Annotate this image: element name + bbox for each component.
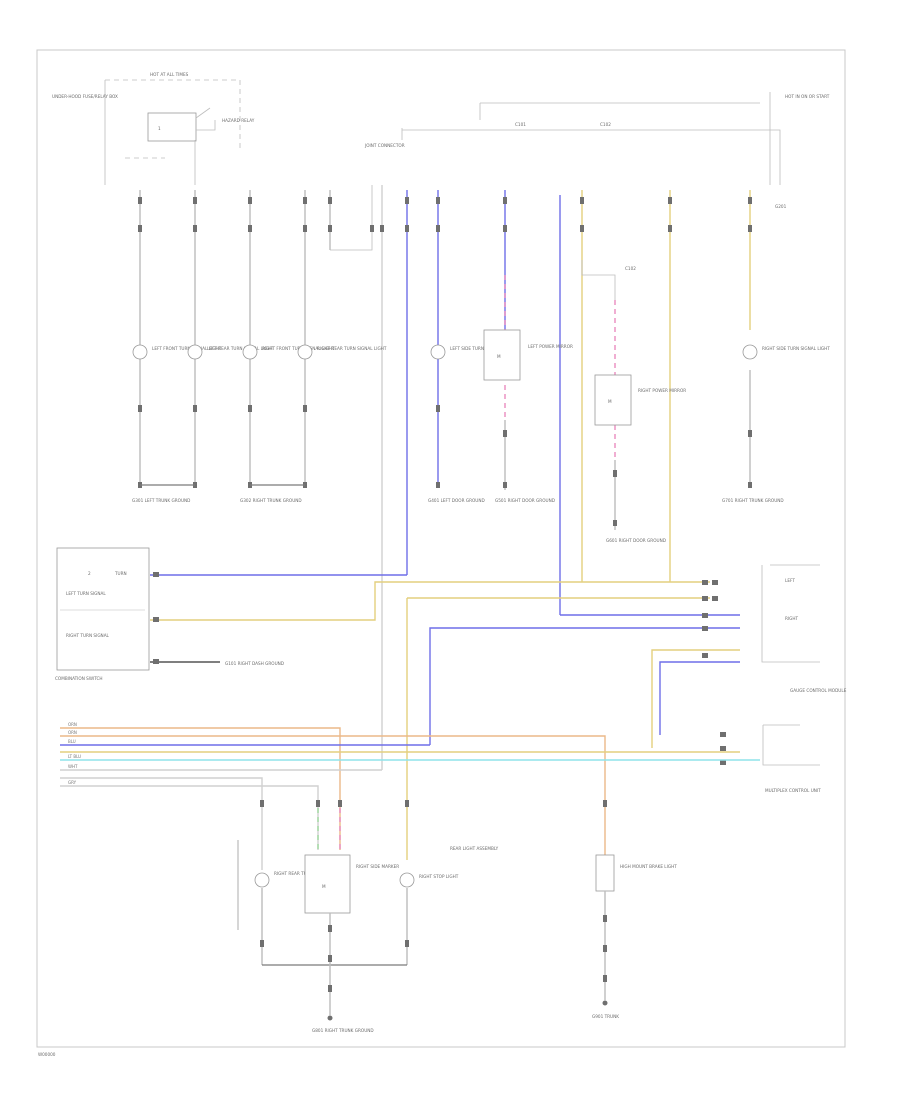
svg-text:M: M [608, 399, 612, 404]
svg-text:G302 RIGHT TRUNK GROUND: G302 RIGHT TRUNK GROUND [240, 498, 302, 503]
switch-section: 2 TURN LEFT TURN SIGNAL RIGHT TURN SIGNA… [55, 547, 740, 860]
svg-text:G101 RIGHT DASH GROUND: G101 RIGHT DASH GROUND [225, 661, 284, 666]
rear-light-assembly: RIGHT REAR TURN SIGNAL M RIGHT SIDE MARK… [237, 840, 677, 1033]
bottom-lamp-c: RIGHT STOP LIGHT [399, 872, 459, 888]
svg-text:HOT AT ALL TIMES: HOT AT ALL TIMES [150, 72, 189, 77]
svg-text:G301 LEFT TRUNK GROUND: G301 LEFT TRUNK GROUND [132, 498, 190, 503]
svg-text:RIGHT TURN SIGNAL: RIGHT TURN SIGNAL [66, 633, 110, 638]
svg-text:LEFT FRONT TURN SIGNAL LIGHT: LEFT FRONT TURN SIGNAL LIGHT [152, 346, 222, 351]
svg-text:G701 RIGHT TRUNK GROUND: G701 RIGHT TRUNK GROUND [722, 498, 784, 503]
svg-text:LEFT: LEFT [785, 578, 795, 583]
svg-text:RIGHT POWER MIRROR: RIGHT POWER MIRROR [638, 388, 686, 393]
svg-text:BLU: BLU [68, 739, 76, 744]
lamp-bulbs: LEFT FRONT TURN SIGNAL LIGHT LEFT REAR T… [132, 329, 830, 426]
right-modules: LEFT RIGHT GAUGE CONTROL MODULE MULTIPLE… [651, 564, 847, 793]
lamp-left-front: LEFT FRONT TURN SIGNAL LIGHT [132, 344, 222, 360]
svg-text:WHT: WHT [68, 764, 78, 769]
svg-text:M: M [322, 884, 326, 889]
svg-text:LEFT REAR TURN SIGNAL LIGHT: LEFT REAR TURN SIGNAL LIGHT [207, 346, 274, 351]
mirror-right: M RIGHT POWER MIRROR [594, 374, 686, 426]
ground-labels: G301 LEFT TRUNK GROUND G302 RIGHT TRUNK … [132, 498, 784, 543]
svg-text:LEFT POWER MIRROR: LEFT POWER MIRROR [528, 344, 573, 349]
svg-text:REAR LIGHT ASSEMBLY: REAR LIGHT ASSEMBLY [450, 846, 499, 851]
lamp-right-rear: RIGHT REAR TURN SIGNAL LIGHT [297, 344, 387, 360]
svg-text:RIGHT REAR TURN SIGNAL LIGHT: RIGHT REAR TURN SIGNAL LIGHT [317, 346, 387, 351]
high-mount-brake-light [595, 854, 615, 892]
lamp-left-rear: LEFT REAR TURN SIGNAL LIGHT [187, 344, 274, 360]
svg-text:LEFT TURN SIGNAL: LEFT TURN SIGNAL [66, 591, 106, 596]
svg-text:COMBINATION SWITCH: COMBINATION SWITCH [55, 676, 103, 681]
svg-text:C101: C101 [515, 122, 526, 127]
lamp-left-side: LEFT SIDE TURN SIGNAL LIGHT [430, 344, 515, 360]
svg-text:GAUGE CONTROL MODULE: GAUGE CONTROL MODULE [790, 688, 847, 693]
svg-text:RIGHT REAR TURN SIGNAL: RIGHT REAR TURN SIGNAL [274, 871, 330, 876]
combination-switch-box [56, 547, 150, 671]
svg-text:G401 LEFT DOOR GROUND: G401 LEFT DOOR GROUND [428, 498, 485, 503]
svg-text:UNDER-HOOD FUSE/RELAY BOX: UNDER-HOOD FUSE/RELAY BOX [52, 94, 118, 99]
upper-lamp-wires: C102 [139, 185, 751, 770]
hazard-relay [147, 112, 197, 142]
svg-text:G901 TRUNK: G901 TRUNK [592, 1014, 619, 1019]
mirror-left: M LEFT POWER MIRROR [483, 329, 573, 381]
lamp-right-front: RIGHT FRONT TURN SIGNAL LIGHT [242, 344, 335, 360]
svg-text:TURN: TURN [114, 571, 127, 576]
svg-text:JOINT CONNECTOR: JOINT CONNECTOR [364, 143, 405, 148]
svg-text:HIGH MOUNT BRAKE LIGHT: HIGH MOUNT BRAKE LIGHT [620, 864, 677, 869]
bottom-relay-module [304, 854, 351, 914]
svg-text:RIGHT SIDE TURN SIGNAL LIGHT: RIGHT SIDE TURN SIGNAL LIGHT [762, 346, 830, 351]
svg-text:C102: C102 [600, 122, 611, 127]
svg-text:1: 1 [158, 126, 161, 131]
svg-text:GRY: GRY [68, 780, 77, 785]
connector-ticks [138, 197, 752, 526]
svg-text:RIGHT SIDE MARKER: RIGHT SIDE MARKER [356, 864, 399, 869]
svg-text:G501 RIGHT DOOR GROUND: G501 RIGHT DOOR GROUND [495, 498, 555, 503]
svg-text:M: M [497, 354, 501, 359]
svg-text:2: 2 [88, 571, 91, 576]
svg-text:RIGHT: RIGHT [785, 616, 799, 621]
lower-bus: ORN ORN BLU LT BLU WHT GRY [60, 722, 760, 870]
svg-text:MULTIPLEX CONTROL UNIT: MULTIPLEX CONTROL UNIT [765, 788, 821, 793]
svg-text:HAZARD RELAY: HAZARD RELAY [222, 118, 255, 123]
svg-text:RIGHT FRONT TURN SIGNAL LIGHT: RIGHT FRONT TURN SIGNAL LIGHT [262, 346, 335, 351]
diagram-border [36, 49, 846, 1048]
svg-text:RIGHT STOP LIGHT: RIGHT STOP LIGHT [419, 874, 459, 879]
svg-text:ORN: ORN [68, 722, 77, 727]
svg-text:LEFT SIDE TURN SIGNAL LIGHT: LEFT SIDE TURN SIGNAL LIGHT [450, 346, 515, 351]
svg-text:ORN: ORN [68, 730, 77, 735]
footer-code: W00000 [38, 1052, 56, 1057]
svg-text:G201: G201 [775, 204, 787, 209]
svg-text:LT BLU: LT BLU [68, 754, 81, 759]
svg-text:G601 RIGHT DOOR GROUND: G601 RIGHT DOOR GROUND [606, 538, 666, 543]
svg-text:HOT IN ON OR START: HOT IN ON OR START [785, 94, 830, 99]
lamp-right-side: RIGHT SIDE TURN SIGNAL LIGHT [742, 344, 830, 360]
top-power-section: HOT AT ALL TIMES UNDER-HOOD FUSE/RELAY B… [52, 72, 830, 209]
bottom-lamp-a: RIGHT REAR TURN SIGNAL [254, 871, 330, 888]
svg-text:G801 RIGHT TRUNK GROUND: G801 RIGHT TRUNK GROUND [312, 1028, 374, 1033]
svg-text:C102: C102 [625, 266, 636, 271]
